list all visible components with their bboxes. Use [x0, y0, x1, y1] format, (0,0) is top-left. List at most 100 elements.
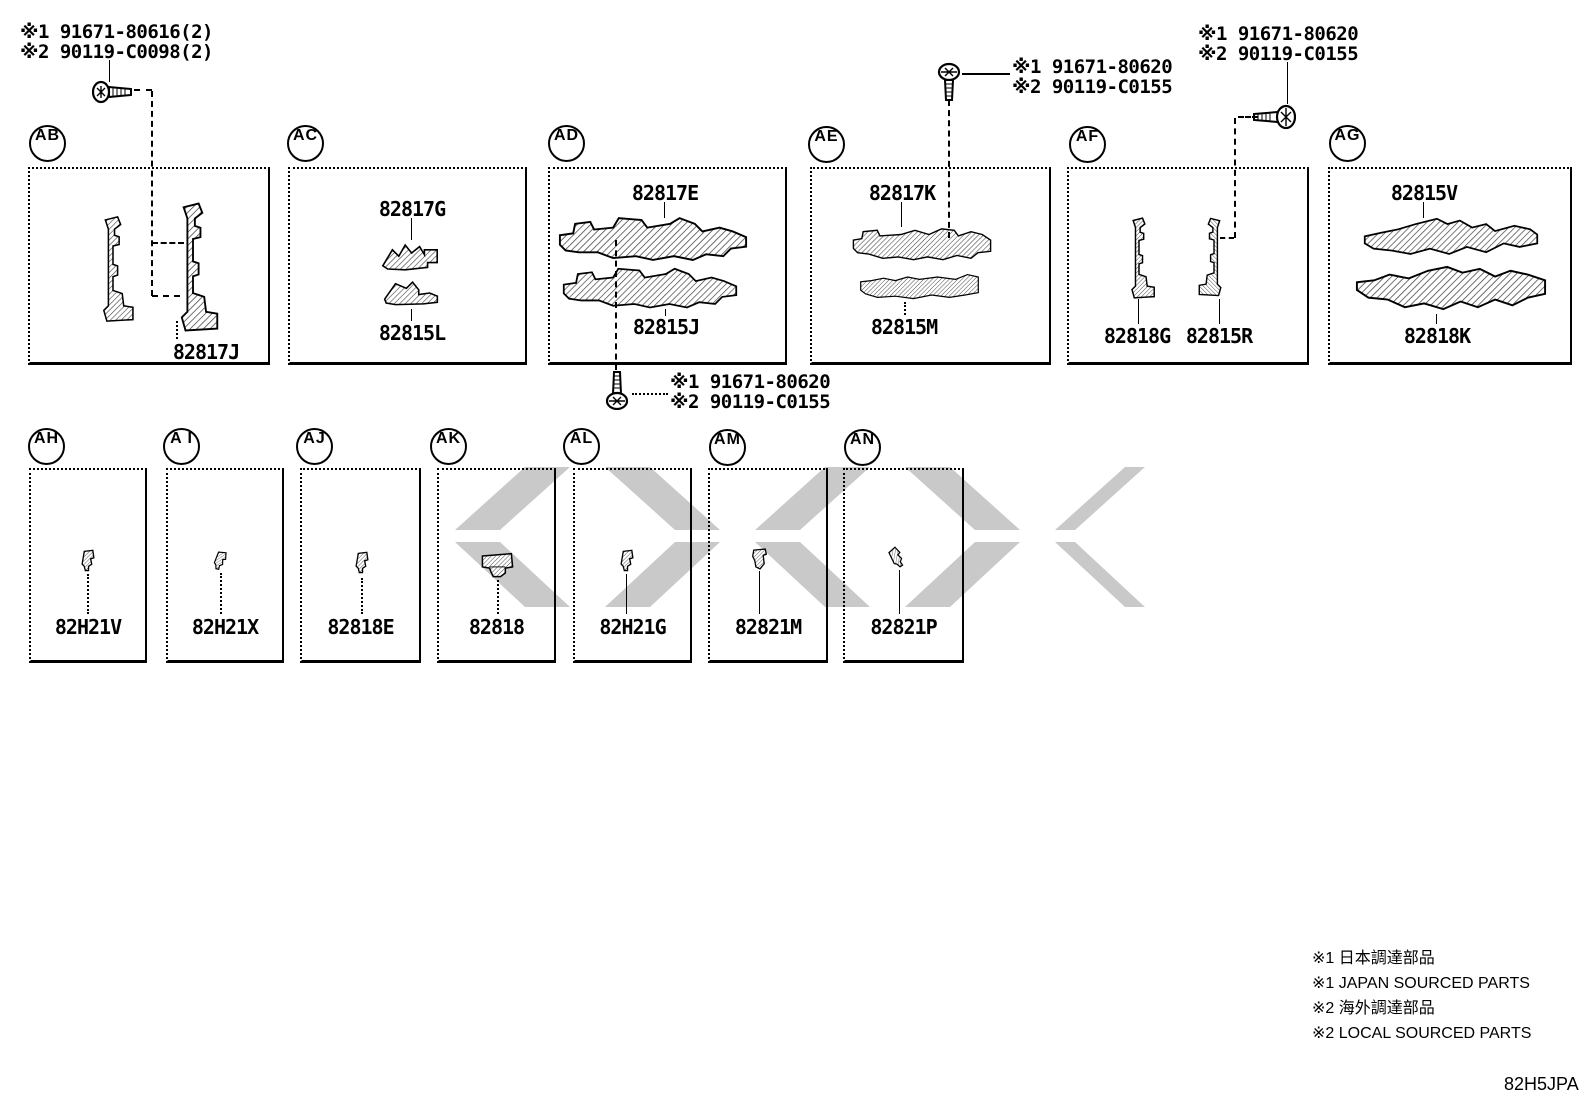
- section-box-al: 82H21G: [573, 468, 692, 663]
- leader-line: [497, 580, 499, 614]
- part-number-82817k: 82817K: [868, 181, 936, 205]
- callout-line: ※2 90119-C0155: [670, 391, 831, 413]
- part-drawing-82815v: [1363, 217, 1539, 255]
- callout-line: ※2 90119-C0155: [1012, 76, 1173, 98]
- part-drawing-82818k: [1355, 265, 1547, 311]
- part-drawing-82817k: [852, 228, 992, 261]
- leader-line: [759, 571, 760, 614]
- dashed-connector: [1238, 116, 1258, 118]
- leader-line: [361, 578, 363, 614]
- screw-icon: [92, 80, 132, 104]
- page-code: 82H5JPA: [1504, 1074, 1579, 1094]
- fastener-callout-af: ※1 91671-80620 ※2 90119-C0155: [1198, 23, 1359, 65]
- leader-line: [904, 302, 906, 315]
- part-number-82815l: 82815L: [378, 321, 446, 345]
- section-label-ai: A I: [163, 428, 200, 465]
- leader-line: [901, 202, 902, 227]
- dashed-connector: [1234, 118, 1236, 238]
- part-drawing-82815l: [383, 280, 439, 306]
- section-label-ak: AK: [430, 428, 467, 465]
- section-box-ab: 82817J: [28, 167, 270, 365]
- part-number-82815j: 82815J: [632, 315, 700, 339]
- part-number-82h21v: 82H21V: [54, 615, 122, 639]
- callout-line: ※1 91671-80616(2): [20, 21, 214, 43]
- dashed-connector: [134, 89, 152, 91]
- section-box-am: 82821M: [708, 468, 828, 663]
- part-drawing-82817g: [381, 243, 438, 271]
- section-box-ae: 82817K 82815M: [810, 167, 1051, 365]
- leader-line: [411, 309, 412, 321]
- section-label-af: AF: [1069, 126, 1106, 163]
- part-number-82818g: 82818G: [1103, 324, 1171, 348]
- part-drawing-82h21v: [81, 549, 95, 572]
- dashed-connector: [948, 100, 950, 238]
- footnote-japan-en: ※1 JAPAN SOURCED PARTS: [1312, 975, 1530, 992]
- section-box-ak: 82818: [437, 468, 556, 663]
- section-label-ab: AB: [29, 125, 66, 162]
- part-number-82818e: 82818E: [327, 615, 394, 639]
- part-number-82818k: 82818K: [1403, 324, 1471, 348]
- section-label-ag: AG: [1329, 125, 1366, 162]
- section-box-ah: 82H21V: [29, 468, 147, 663]
- part-number-82817g: 82817G: [378, 197, 446, 221]
- dashed-connector: [1220, 237, 1234, 239]
- leader-line: [1138, 299, 1139, 324]
- leader-line: [411, 218, 412, 240]
- section-box-aj: 82818E: [300, 468, 421, 663]
- part-drawing-82815r: [1198, 217, 1222, 297]
- section-box-ac: 82817G 82815L: [288, 167, 527, 365]
- leader-line: [87, 574, 89, 614]
- part-drawing-82818e: [355, 551, 369, 574]
- dotted-connector: [632, 393, 668, 395]
- callout-connector: [1287, 62, 1288, 104]
- screw-icon: [605, 371, 629, 410]
- callout-line: ※2 90119-C0155: [1198, 43, 1359, 65]
- dashed-connector: [152, 295, 180, 297]
- section-label-am: AM: [709, 429, 746, 466]
- screw-icon: [937, 62, 961, 101]
- footnote-japan-jp: ※1 日本調達部品: [1312, 950, 1435, 967]
- leader-line: [1423, 202, 1424, 218]
- footnote-local-en: ※2 LOCAL SOURCED PARTS: [1312, 1025, 1532, 1042]
- part-number-82817j: 82817J: [172, 340, 240, 364]
- part-drawing-82818: [481, 552, 514, 578]
- part-drawing-82815j: [562, 267, 738, 309]
- sourcing-footnotes: ※1 日本調達部品 ※1 JAPAN SOURCED PARTS ※2 海外調達…: [1312, 946, 1531, 1046]
- section-label-al: AL: [563, 428, 600, 465]
- section-box-ai: 82H21X: [166, 468, 284, 663]
- section-box-an: 82821P: [843, 468, 964, 663]
- fastener-callout-ae: ※1 91671-80620 ※2 90119-C0155: [1012, 56, 1173, 98]
- leader-line: [899, 570, 900, 614]
- section-label-ah: AH: [28, 428, 65, 465]
- leader-line: [665, 309, 666, 316]
- fastener-callout-ad: ※1 91671-80620 ※2 90119-C0155: [670, 371, 831, 413]
- part-number-82821p: 82821P: [870, 615, 937, 639]
- part-drawing-82h21g: [620, 549, 634, 572]
- leader-line: [1219, 299, 1220, 324]
- part-drawing-82818g: [1131, 217, 1155, 299]
- leader-line: [664, 202, 665, 218]
- part-drawing-82821m: [752, 548, 768, 570]
- section-label-ac: AC: [287, 125, 324, 162]
- part-drawing-82817j-b: [180, 202, 219, 332]
- callout-connector: [962, 73, 1010, 75]
- dashed-connector: [615, 240, 617, 370]
- callout-line: ※1 91671-80620: [1012, 56, 1173, 78]
- part-number-82818: 82818: [468, 615, 525, 639]
- section-label-ad: AD: [548, 125, 585, 162]
- section-label-ae: AE: [808, 126, 845, 163]
- leader-line: [1436, 314, 1437, 324]
- callout-connector: [109, 60, 110, 82]
- part-drawing-82h21x: [213, 551, 227, 571]
- callout-line: ※1 91671-80620: [1198, 23, 1359, 45]
- leader-line: [220, 573, 222, 614]
- callout-line: ※1 91671-80620: [670, 371, 831, 393]
- part-drawing-82817e: [558, 217, 748, 261]
- part-drawing-82817j-a: [102, 215, 134, 322]
- section-box-ag: 82815V 82818K: [1328, 167, 1572, 365]
- part-number-82817e: 82817E: [631, 181, 699, 205]
- footnote-local-jp: ※2 海外調達部品: [1312, 1000, 1435, 1017]
- part-number-82815v: 82815V: [1390, 181, 1458, 205]
- section-box-ad: 82817E 82815J: [548, 167, 787, 365]
